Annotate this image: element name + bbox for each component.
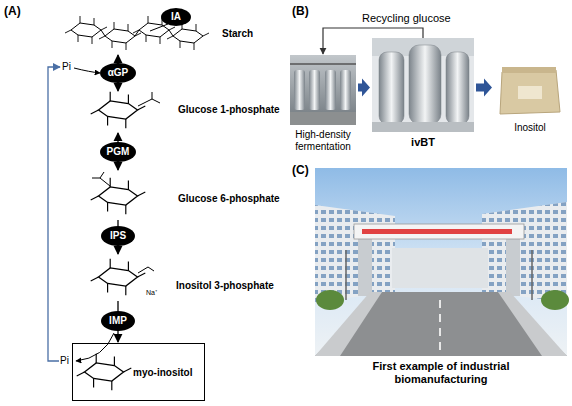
photo: Inositol [494,62,566,118]
node-label: High-density fermentation [278,129,368,153]
node-label: IPS [110,230,126,242]
photo: First example of industrial biomanufactu… [315,168,567,356]
photo: High-density fermentation [290,55,356,125]
node-label: myo-inositol [133,367,192,379]
node-label: αGP [108,67,129,79]
node-label: IMP [109,315,127,327]
block-arrow [476,79,492,97]
connector [323,28,423,54]
phosphate-label: Pi [60,355,69,367]
panel-label: (B) [292,4,309,18]
connector [358,79,370,97]
molecule: Starch [70,6,220,54]
node-label: Glucose 1-phosphate [178,104,280,116]
node-label: ivBT [372,136,474,149]
block-arrow [358,79,370,97]
node-label: First example of industrial biomanufactu… [351,360,531,386]
node-label: Starch [222,28,253,40]
node-label: IA [171,11,181,23]
panel-label: (A) [4,4,21,18]
enzyme-oval: IMP [101,311,135,331]
phosphate-label: Pi [62,61,71,73]
molecule: Glucose 6-phosphate [90,171,146,219]
enzyme-oval: PGM [100,142,136,162]
ion-label: Na⁺ [146,289,157,297]
enzyme-oval: IPS [101,226,135,246]
enzyme-oval: αGP [100,63,136,83]
connector [476,79,492,97]
node-label: PGM [107,146,130,158]
recycle-line [323,28,423,54]
panel-label: (C) [292,163,309,177]
node-label: Inositol [494,122,566,134]
photo: ivBT [372,38,474,132]
molecule: Glucose 1-phosphate [90,92,146,132]
molecule: Inositol 3-phosphate [90,255,146,300]
product-box: myo-inositol [72,343,205,401]
enzyme-oval: IA [161,8,191,26]
node-label: Inositol 3-phosphate [176,280,274,292]
edge-label: Recycling glucose [362,12,451,25]
node-label: Glucose 6-phosphate [178,193,280,205]
